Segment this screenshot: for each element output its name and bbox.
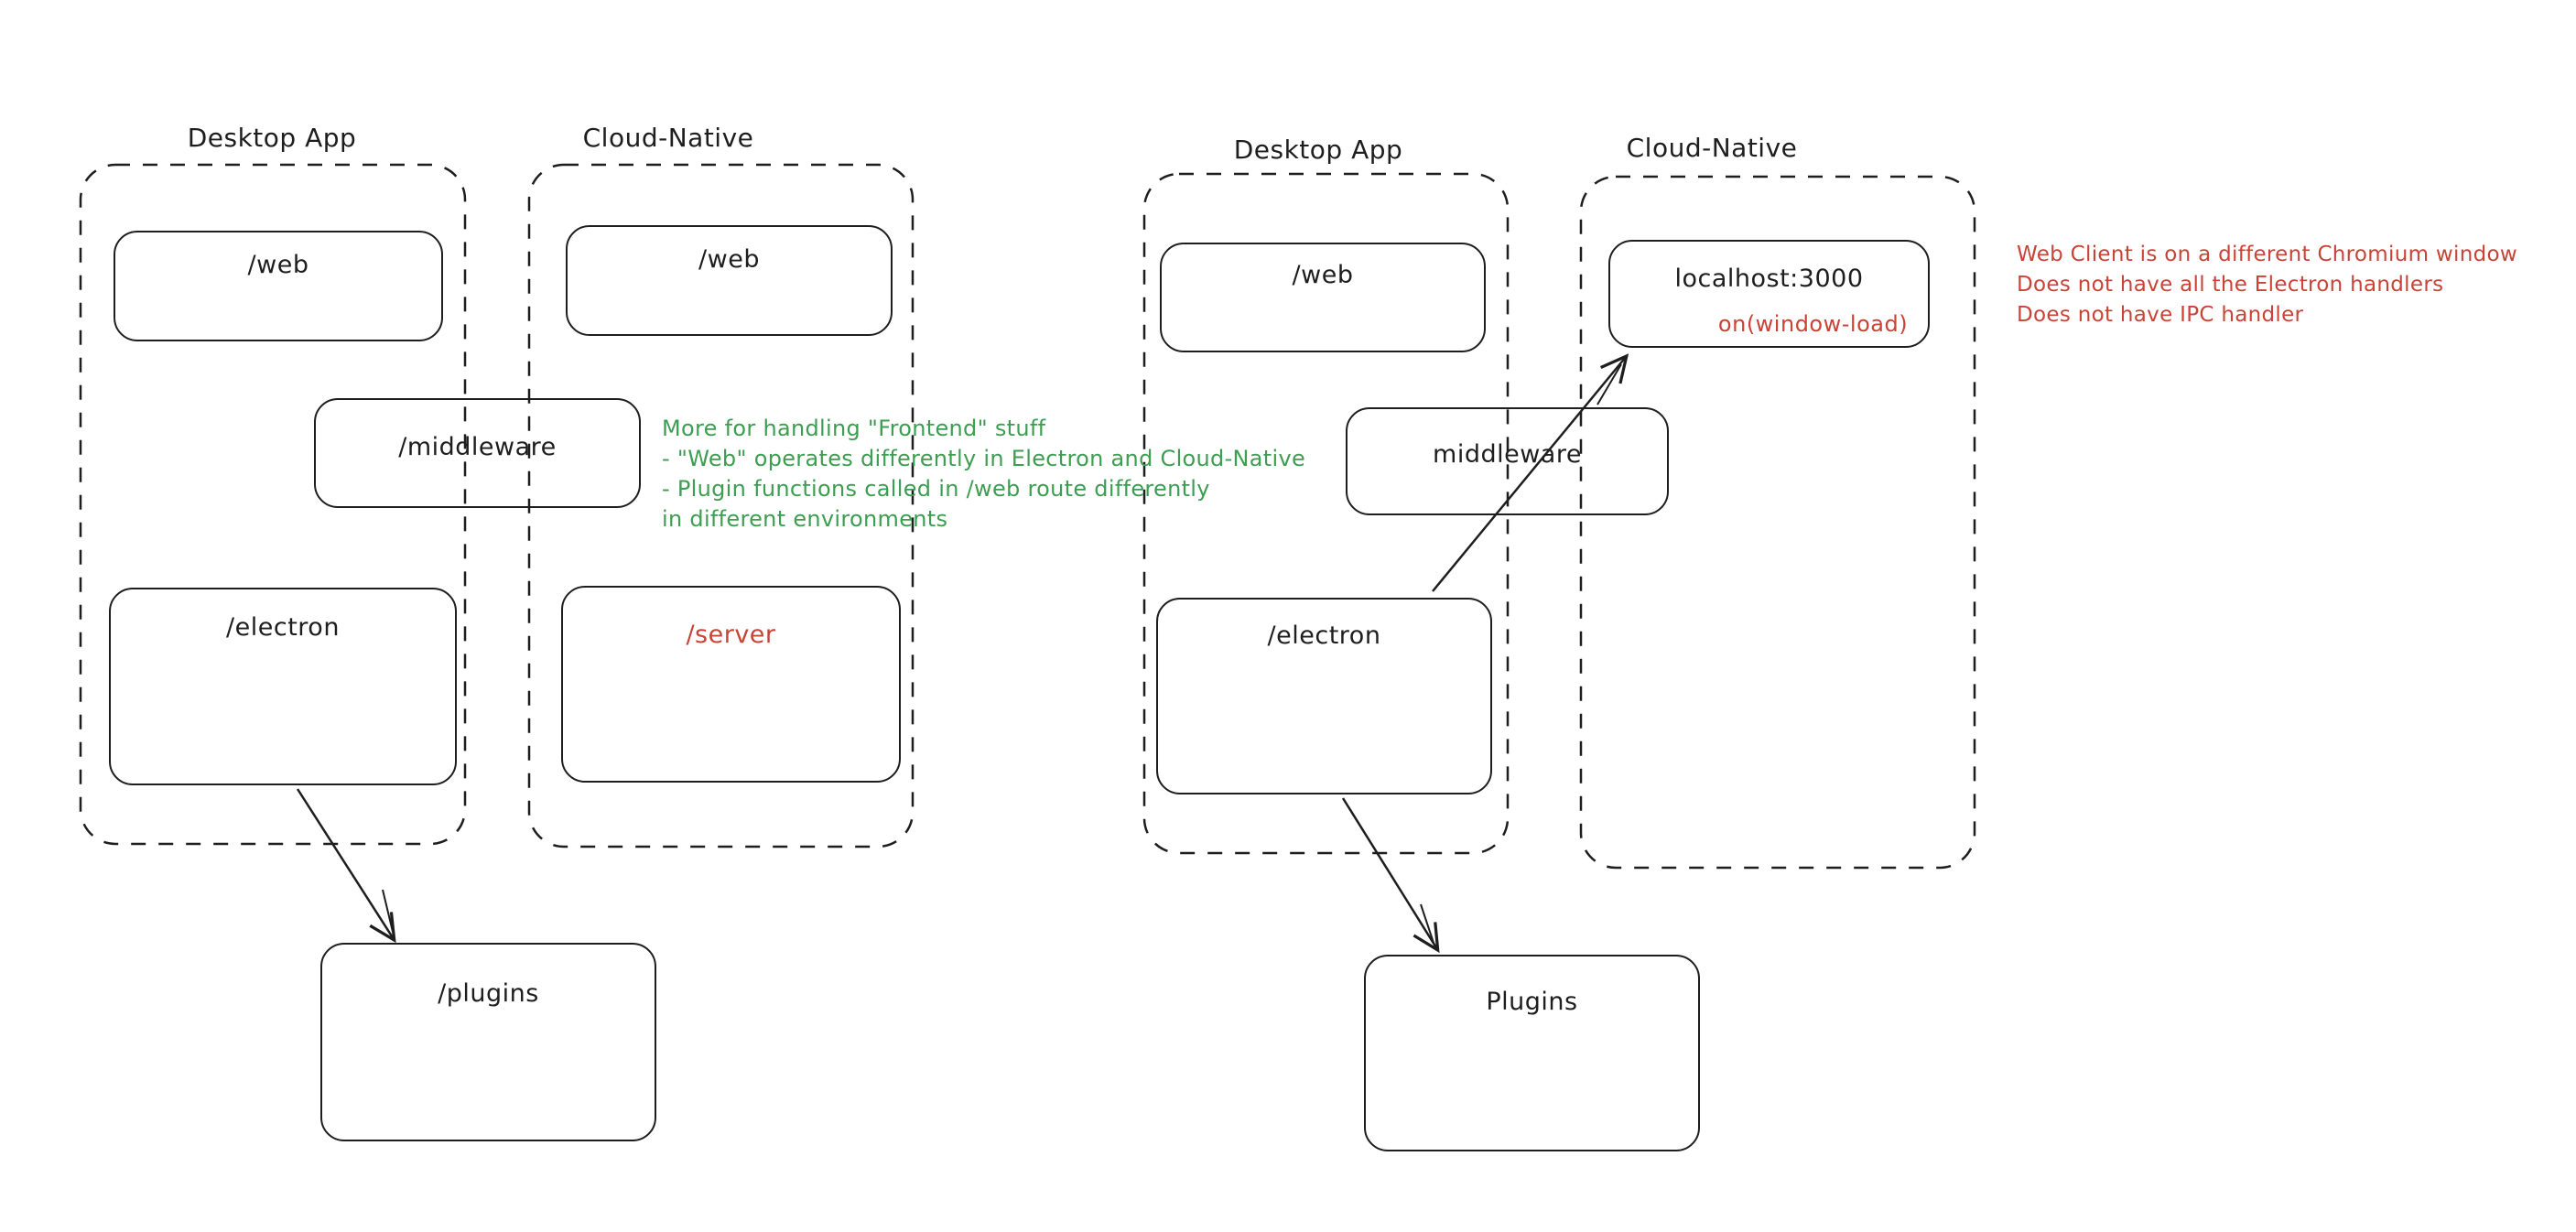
red-annotation-line-3: Does not have IPC handler: [2017, 303, 2304, 327]
box-electron-right[interactable]: /electron: [1156, 598, 1492, 794]
arrow-electron-to-plugins-left[interactable]: [296, 788, 396, 944]
arrow-electron-to-localhost[interactable]: [1432, 353, 1629, 592]
box-middleware-right[interactable]: middleware: [1346, 407, 1669, 515]
green-annotation-line-3: - Plugin functions called in /web route …: [662, 476, 1210, 502]
box-middleware-left-label: /middleware: [398, 433, 557, 461]
box-electron-left-label: /electron: [226, 613, 340, 642]
box-middleware-left[interactable]: /middleware: [314, 398, 641, 508]
box-plugins-right-label: Plugins: [1486, 988, 1578, 1016]
box-web-desktop-right-label: /web: [1292, 261, 1354, 289]
box-web-cloud-left[interactable]: /web: [566, 225, 893, 336]
box-server-left-label: /server: [686, 621, 776, 649]
green-annotation[interactable]: More for handling "Frontend" stuff - "We…: [662, 414, 1305, 535]
box-electron-left[interactable]: /electron: [109, 588, 457, 785]
box-localhost-3000[interactable]: localhost:3000 on(window-load): [1608, 240, 1930, 348]
red-annotation-line-1: Web Client is on a different Chromium wi…: [2017, 243, 2517, 266]
green-annotation-line-2: - "Web" operates differently in Electron…: [662, 446, 1306, 471]
box-localhost-window-load-label: on(window-load): [1717, 310, 1909, 337]
box-web-desktop-right[interactable]: /web: [1160, 243, 1486, 352]
box-web-desktop-left[interactable]: /web: [114, 231, 443, 341]
arrow-electron-to-plugins-left-sketch: [382, 889, 394, 933]
green-annotation-line-4: in different environments: [662, 506, 948, 532]
box-electron-right-label: /electron: [1267, 621, 1381, 650]
container-cloud-native-right[interactable]: [1579, 175, 1976, 870]
box-localhost-3000-label: localhost:3000: [1674, 264, 1864, 293]
title-cloud-native-left[interactable]: Cloud-Native: [582, 123, 754, 153]
red-annotation-line-2: Does not have all the Electron handlers: [2017, 273, 2444, 297]
arrow-electron-to-plugins-right-sketch: [1420, 903, 1434, 944]
container-desktop-app-left[interactable]: [79, 163, 467, 846]
arrow-electron-to-plugins-right[interactable]: [1341, 797, 1440, 954]
box-web-desktop-left-label: /web: [247, 251, 309, 279]
box-web-cloud-left-label: /web: [698, 245, 760, 274]
red-annotation[interactable]: Web Client is on a different Chromium wi…: [2017, 240, 2517, 330]
title-desktop-app-left[interactable]: Desktop App: [187, 123, 357, 153]
title-desktop-app-right[interactable]: Desktop App: [1233, 135, 1403, 165]
box-plugins-left[interactable]: /plugins: [320, 943, 656, 1141]
container-desktop-app-right[interactable]: [1142, 172, 1510, 855]
title-cloud-native-right[interactable]: Cloud-Native: [1626, 133, 1798, 163]
box-plugins-left-label: /plugins: [438, 979, 539, 1008]
box-plugins-right[interactable]: Plugins: [1364, 955, 1700, 1151]
container-cloud-native-left[interactable]: [527, 163, 915, 848]
green-annotation-line-1: More for handling "Frontend" stuff: [662, 416, 1046, 441]
arrow-electron-to-localhost-sketch: [1596, 363, 1622, 405]
box-middleware-right-label: middleware: [1433, 440, 1582, 469]
box-server-left[interactable]: /server: [561, 586, 901, 783]
